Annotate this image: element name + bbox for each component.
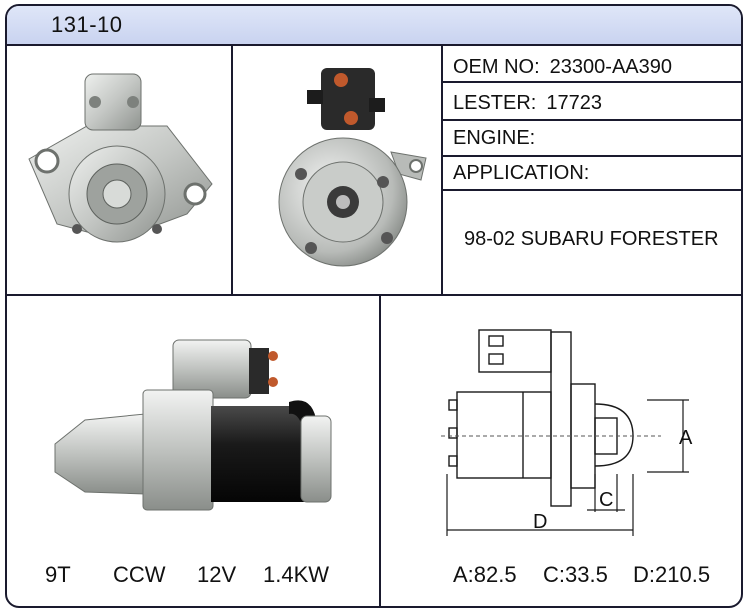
spec-voltage: 12V (197, 562, 237, 587)
oem-row: OEM NO: 23300-AA390 (453, 56, 672, 79)
dimension-diagram: A C D (441, 329, 693, 536)
spec-dim-c: C:33.5 (543, 562, 608, 587)
grid-divider (379, 294, 381, 606)
lester-value: 17723 (546, 92, 602, 114)
application-label: APPLICATION: (453, 162, 590, 184)
starter-front-photo (28, 73, 213, 243)
oem-label: OEM NO: (453, 56, 540, 78)
spec-dim-a: A:82.5 (453, 562, 517, 587)
lester-label: LESTER: (453, 92, 537, 114)
starter-side-photo (54, 339, 332, 511)
application-value: 98-02 SUBARU FORESTER (464, 228, 719, 250)
spec-dim-d: D:210.5 (633, 562, 711, 587)
engine-label: ENGINE: (453, 127, 536, 149)
lester-row: LESTER: 17723 (453, 92, 602, 115)
header-bar: 131-10 (7, 6, 741, 46)
oem-value: 23300-AA390 (549, 56, 672, 78)
spec-rotation: CCW (113, 562, 166, 587)
spec-teeth: 9T (45, 562, 71, 587)
grid-divider (7, 294, 741, 296)
dim-label-c: C (599, 489, 613, 511)
grid-divider (441, 155, 741, 157)
part-number-title: 131-10 (51, 12, 123, 37)
grid-divider (231, 44, 233, 296)
dim-label-d: D (533, 511, 547, 533)
spec-power: 1.4KW (263, 562, 330, 587)
grid-divider (441, 119, 741, 121)
grid-divider (441, 44, 443, 296)
starter-rear-photo (278, 68, 427, 267)
product-card: 131-10 OEM NO: 23300-AA390 LESTER: 17723 E… (5, 4, 743, 608)
grid-divider (441, 81, 741, 83)
grid-divider (441, 189, 741, 191)
dim-label-a: A (679, 427, 693, 449)
